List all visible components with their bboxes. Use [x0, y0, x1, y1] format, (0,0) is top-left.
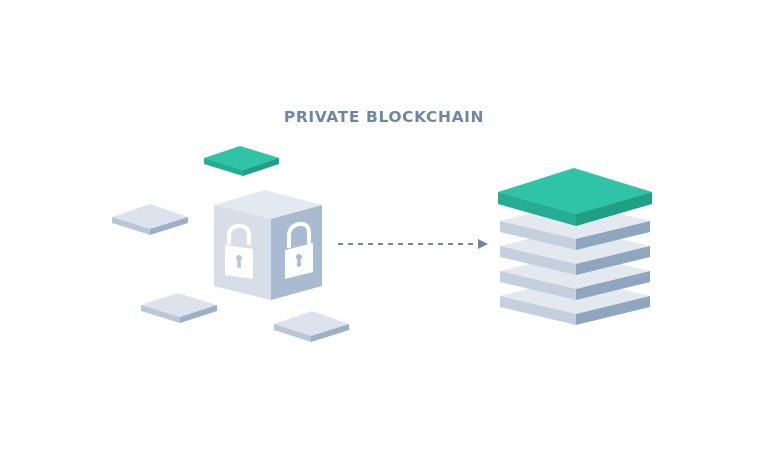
- padlock-icon: [225, 223, 253, 279]
- dashed-arrow: [338, 239, 488, 249]
- stack-layer-top-green: [498, 168, 652, 226]
- floating-block-green: [204, 146, 279, 176]
- floating-block-left: [112, 204, 188, 235]
- blockchain-stack: [498, 168, 652, 325]
- diagram-title: PRIVATE BLOCKCHAIN: [283, 108, 485, 126]
- floating-block-bottom-left: [141, 293, 217, 323]
- floating-block-bottom-right: [274, 311, 349, 342]
- padlock-icon: [285, 221, 313, 279]
